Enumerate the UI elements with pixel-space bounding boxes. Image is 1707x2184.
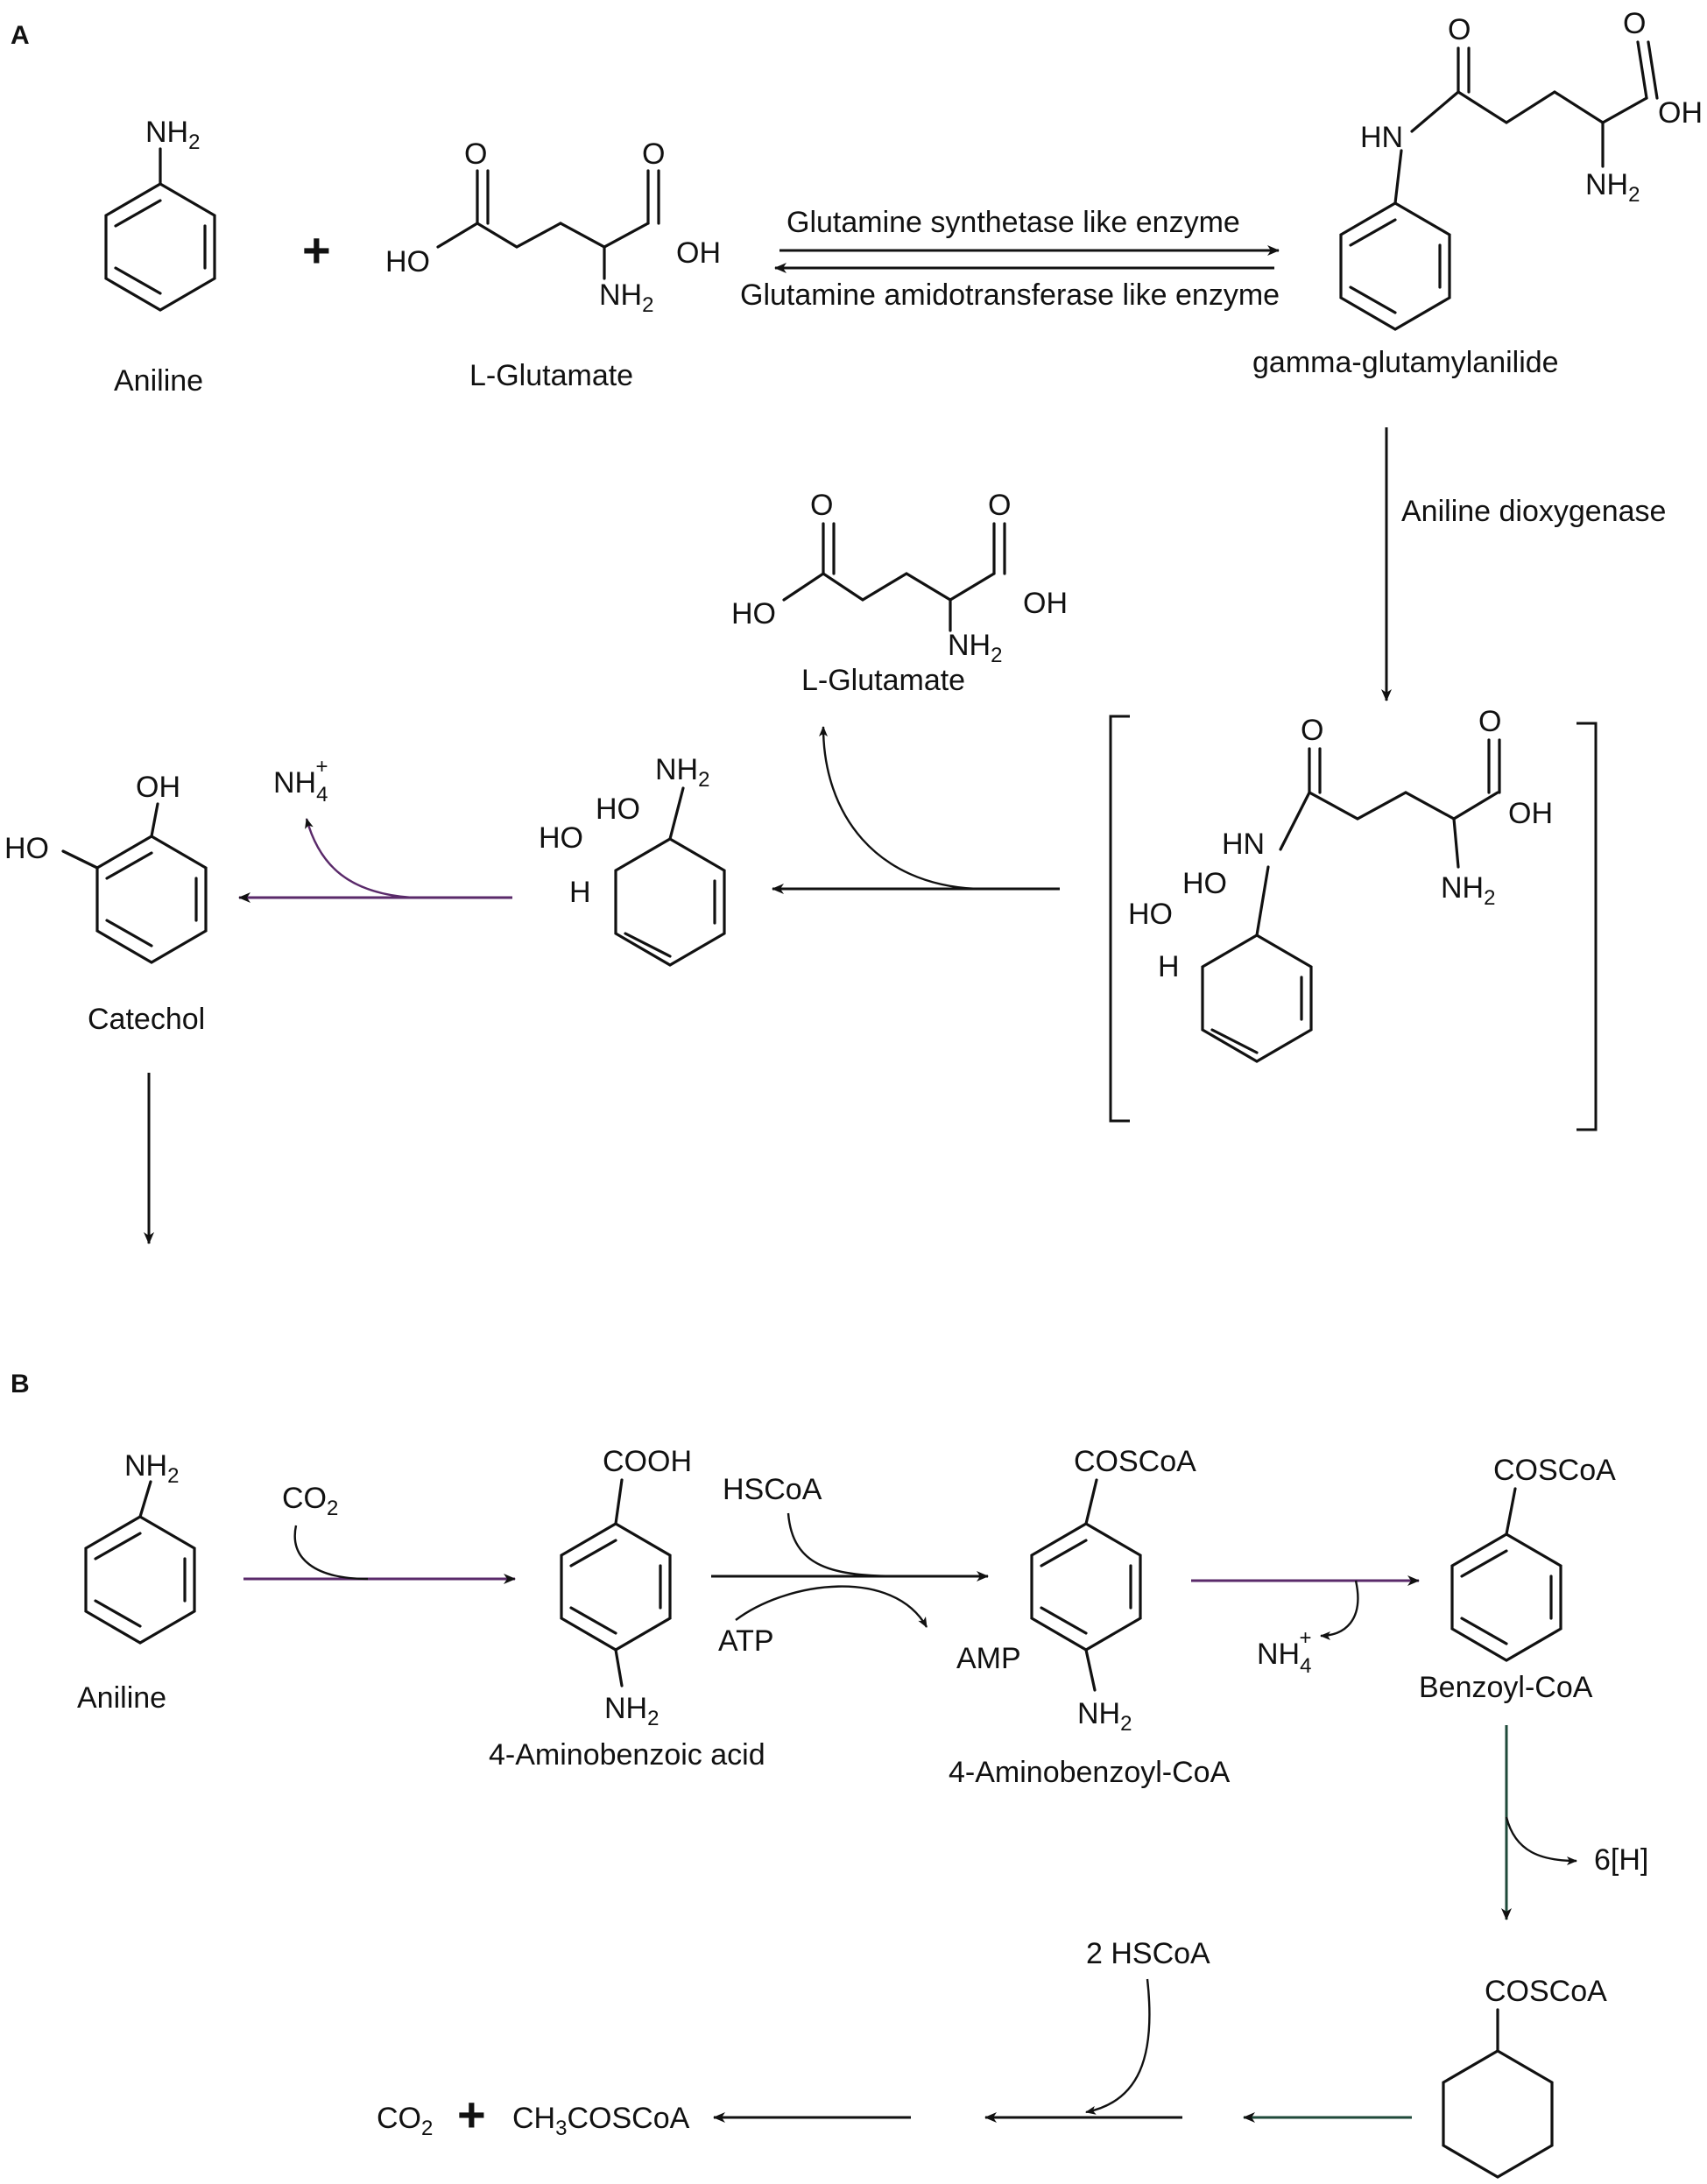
l-glutamate-structure-top: O O HO OH NH2 [385,137,721,317]
svg-text:O: O [988,489,1011,522]
co2-uptake-curve [293,1525,369,1581]
svg-text:HN: HN [1222,828,1265,861]
svg-text:O: O [1478,705,1501,738]
svg-text:NH2: NH2 [655,753,709,792]
panel-label-b: B [11,1370,30,1398]
panel-label-a: A [11,21,30,50]
cyclohexanecarboxyl-coa-structure: COSCoA [1442,1975,1607,2179]
enzyme-forward-label: Glutamine synthetase like enzyme [786,206,1240,239]
gamma-glutamylanilide-label: gamma-glutamylanilide [1252,346,1559,379]
svg-text:HO: HO [1128,898,1173,931]
svg-text:COSCoA: COSCoA [1493,1454,1616,1487]
hscoa-uptake-curve [786,1512,903,1578]
svg-text:HO: HO [1182,867,1227,900]
svg-text:HO: HO [731,597,776,631]
hscoa-input: HSCoA [723,1473,822,1506]
svg-text:O: O [1301,714,1323,747]
svg-text:COSCoA: COSCoA [1485,1975,1607,2008]
svg-text:O: O [1623,7,1646,40]
amino-dihydrodiol-structure: NH2 HO HO H [539,753,726,967]
ammonium-release-curve-b [1320,1580,1359,1640]
svg-text:HO: HO [385,245,430,278]
plus-sign-b: + [457,2087,486,2142]
two-hscoa-input: 2 HSCoA [1086,1937,1210,1970]
svg-text:NH2: NH2 [599,278,653,317]
co2-input: CO2 [282,1482,338,1520]
ammonium-release-curve [305,818,413,899]
svg-text:HN: HN [1360,121,1403,154]
aniline-label-b: Aniline [77,1681,166,1715]
svg-text:O: O [464,137,487,171]
bracket-left [1109,715,1130,1123]
l-glutamate-label-released: L-Glutamate [801,664,965,697]
svg-text:NH2: NH2 [1077,1697,1132,1736]
atp-amp-curve [735,1585,928,1628]
svg-text:HO: HO [596,793,640,826]
aniline-structure-a: NH2 [104,116,216,312]
benzoyl-coa-label: Benzoyl-CoA [1419,1671,1593,1704]
atp-input: ATP [718,1624,774,1658]
hscoa-uptake-curve-2 [1085,1978,1151,2115]
aminobenzoic-acid-structure: COOH NH2 [560,1445,692,1730]
benzoyl-coa-structure: COSCoA [1450,1454,1616,1662]
l-glutamate-structure-released: O O HO OH NH2 [731,489,1068,667]
reducing-equivalents-curve [1505,1816,1577,1865]
svg-text:H: H [569,876,591,909]
svg-text:OH: OH [136,771,180,804]
svg-text:NH2: NH2 [948,629,1002,667]
bracket-right [1577,722,1598,1131]
svg-text:COOH: COOH [603,1445,692,1478]
amp-output: AMP [956,1642,1021,1675]
svg-text:COSCoA: COSCoA [1074,1445,1196,1478]
aniline-label-a: Aniline [114,364,203,398]
enzyme-reverse-label: Glutamine amidotransferase like enzyme [740,278,1280,312]
catechol-structure: OH HO [4,771,208,964]
aminobenzoyl-coa-structure: COSCoA NH2 [1030,1445,1196,1736]
aminobenzoyl-coa-label: 4-Aminobenzoyl-CoA [949,1756,1231,1789]
plus-sign-a: + [302,222,331,278]
svg-text:OH: OH [676,236,721,270]
ammonium-b: NH4+ [1257,1626,1311,1678]
aniline-structure-b: NH2 [84,1449,196,1645]
co2-product: CO2 [377,2102,433,2140]
svg-text:HO: HO [4,832,49,865]
svg-text:O: O [810,489,833,522]
svg-text:NH2: NH2 [1585,168,1640,207]
aniline-dioxygenase-label: Aniline dioxygenase [1401,495,1666,528]
svg-text:O: O [642,137,665,171]
svg-text:OH: OH [1023,587,1068,620]
ammonium-a: NH4+ [273,755,328,807]
l-glutamate-label-top: L-Glutamate [469,359,633,392]
glutamate-release-curve [819,726,977,891]
svg-text:NH2: NH2 [1441,871,1495,910]
dihydrodiol-glutamylanilide-structure: O O HN OH NH2 HO HO H [1128,705,1553,1063]
svg-text:OH: OH [1658,96,1703,130]
svg-text:H: H [1158,950,1180,983]
svg-text:NH2: NH2 [604,1692,659,1730]
svg-text:O: O [1448,13,1471,46]
svg-text:NH2: NH2 [145,116,200,154]
gamma-glutamylanilide-structure: HN O O OH NH2 [1339,7,1703,331]
svg-text:HO: HO [539,821,583,855]
catechol-label: Catechol [88,1003,205,1036]
six-h-output: 6[H] [1594,1843,1648,1877]
acetyl-coa-product: CH3COSCoA [512,2102,690,2140]
svg-text:OH: OH [1508,797,1553,830]
aminobenzoic-acid-label: 4-Aminobenzoic acid [489,1738,765,1772]
svg-text:NH2: NH2 [124,1449,179,1488]
